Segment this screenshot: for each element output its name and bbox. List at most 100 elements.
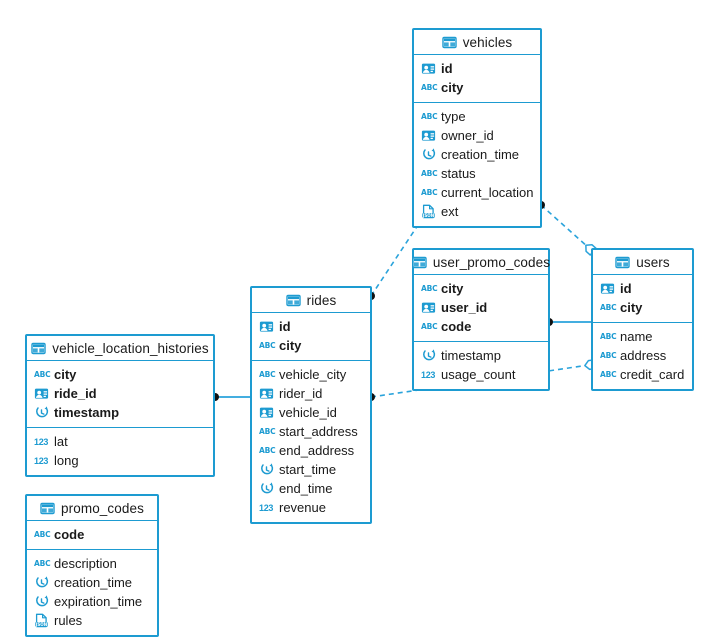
field-label: owner_id bbox=[441, 128, 494, 143]
field-row[interactable]: timestamp bbox=[27, 403, 213, 422]
field-label: user_id bbox=[441, 300, 488, 315]
clock-timestamp-type-icon bbox=[34, 575, 49, 590]
field-label: vehicle_id bbox=[279, 405, 337, 420]
123-number-type-icon: 123 bbox=[34, 456, 49, 466]
field-label: creation_time bbox=[54, 575, 133, 590]
123-number-type-icon: 123 bbox=[259, 503, 274, 513]
field-row[interactable]: 123 usage_count bbox=[414, 365, 548, 384]
field-row[interactable]: expiration_time bbox=[27, 592, 157, 611]
table-icon bbox=[285, 293, 301, 308]
field-label: rider_id bbox=[279, 386, 323, 401]
entity-header-vehicles[interactable]: vehicles bbox=[414, 30, 540, 55]
field-section: timestamp 123 usage_count bbox=[414, 341, 548, 389]
clock-timestamp-type-icon bbox=[34, 594, 49, 609]
field-label: city bbox=[279, 338, 302, 353]
field-label: description bbox=[54, 556, 117, 571]
table-icon bbox=[31, 341, 46, 356]
table-icon bbox=[615, 255, 630, 270]
field-row[interactable]: rider_id bbox=[252, 384, 370, 403]
key-id-type-icon bbox=[259, 386, 274, 401]
key-id-type-icon bbox=[34, 386, 49, 401]
relationship-line bbox=[540, 204, 590, 249]
key-id-type-icon bbox=[259, 319, 274, 334]
field-label: timestamp bbox=[441, 348, 501, 363]
field-row[interactable]: owner_id bbox=[414, 126, 540, 145]
field-label: start_time bbox=[279, 462, 337, 477]
field-label: status bbox=[441, 166, 476, 181]
field-label: ext bbox=[441, 204, 459, 219]
field-row[interactable]: id bbox=[252, 317, 370, 336]
field-row[interactable]: vehicle_id bbox=[252, 403, 370, 422]
entity-header-promo_codes[interactable]: promo_codes bbox=[27, 496, 157, 521]
field-label: city bbox=[620, 300, 643, 315]
abc-text-type-icon: ABC bbox=[421, 322, 438, 331]
entity-title: promo_codes bbox=[61, 500, 144, 516]
relationship-vehicles-to-users[interactable] bbox=[537, 201, 597, 256]
relationship-user-promo-codes-to-users[interactable] bbox=[545, 318, 591, 326]
field-row[interactable]: JSON ext bbox=[414, 202, 540, 221]
field-row[interactable]: id bbox=[414, 59, 540, 78]
abc-text-type-icon: ABC bbox=[421, 112, 438, 121]
field-row[interactable]: user_id bbox=[414, 298, 548, 317]
field-label: code bbox=[54, 527, 85, 542]
123-number-type-icon: 123 bbox=[421, 370, 436, 380]
abc-text-type-icon: ABC bbox=[421, 188, 438, 197]
field-row[interactable]: 123 revenue bbox=[252, 498, 370, 517]
entity-header-users[interactable]: users bbox=[593, 250, 692, 275]
field-label: city bbox=[441, 80, 464, 95]
entity-header-user_promo_codes[interactable]: user_promo_codes bbox=[412, 250, 550, 275]
field-row[interactable]: timestamp bbox=[414, 346, 548, 365]
table-icon bbox=[40, 501, 55, 516]
field-row[interactable]: creation_time bbox=[414, 145, 540, 164]
123-number-type-icon: 123 bbox=[34, 437, 49, 447]
field-row[interactable]: creation_time bbox=[27, 573, 157, 592]
field-row[interactable]: id bbox=[593, 279, 692, 298]
field-label: ride_id bbox=[54, 386, 97, 401]
field-label: revenue bbox=[279, 500, 326, 515]
field-row[interactable]: start_time bbox=[252, 460, 370, 479]
field-label: usage_count bbox=[441, 367, 516, 382]
clock-timestamp-type-icon bbox=[421, 348, 436, 363]
field-row[interactable]: end_time bbox=[252, 479, 370, 498]
table-icon bbox=[412, 255, 427, 270]
relationship-vehicle-location-histories-to-rides[interactable] bbox=[211, 393, 250, 401]
json-document-type-icon: JSON bbox=[421, 204, 436, 219]
field-label: rules bbox=[54, 613, 83, 628]
field-row[interactable]: ride_id bbox=[27, 384, 213, 403]
abc-text-type-icon: ABC bbox=[421, 284, 438, 293]
entity-header-rides[interactable]: rides bbox=[252, 288, 370, 313]
entity-title: vehicle_location_histories bbox=[52, 340, 209, 356]
entity-header-vehicle_location_histories[interactable]: vehicle_location_histories bbox=[27, 336, 213, 361]
field-label: id bbox=[279, 319, 291, 334]
